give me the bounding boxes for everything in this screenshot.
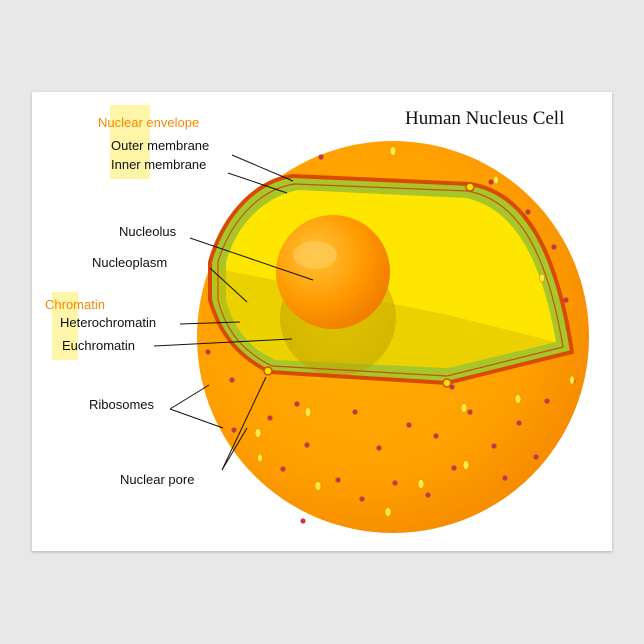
inner-membrane-edge [217, 183, 564, 377]
diagram-title: Human Nucleus Cell [405, 108, 565, 129]
label-ribosomes: Ribosomes [89, 397, 155, 412]
label-nucleoplasm: Nucleoplasm [92, 255, 168, 270]
nucleolus-sphere [276, 215, 390, 329]
nuclear-envelope-edge [208, 174, 574, 385]
nuclear-pore-2 [442, 378, 452, 388]
nucleolus-highlight [293, 241, 337, 269]
label-nucleolus: Nucleolus [119, 224, 177, 239]
leader-lines [153, 154, 314, 471]
label-euchromatin: Euchromatin [62, 338, 135, 353]
label-nuclear-envelope: Nuclear envelope [98, 115, 200, 130]
label-nuclear-pore: Nuclear pore [120, 472, 195, 487]
vesicles-group [254, 146, 575, 517]
chromatin-label-highlight [52, 292, 78, 360]
label-heterochromatin: Heterochromatin [60, 315, 157, 330]
label-outer-membrane: Outer membrane [111, 138, 210, 153]
nuclear-pore-1 [263, 366, 273, 376]
label-inner-membrane: Inner membrane [111, 157, 207, 172]
nuclear-pore-3 [465, 182, 475, 192]
envelope-label-highlight [110, 105, 150, 179]
label-chromatin: Chromatin [45, 297, 105, 312]
